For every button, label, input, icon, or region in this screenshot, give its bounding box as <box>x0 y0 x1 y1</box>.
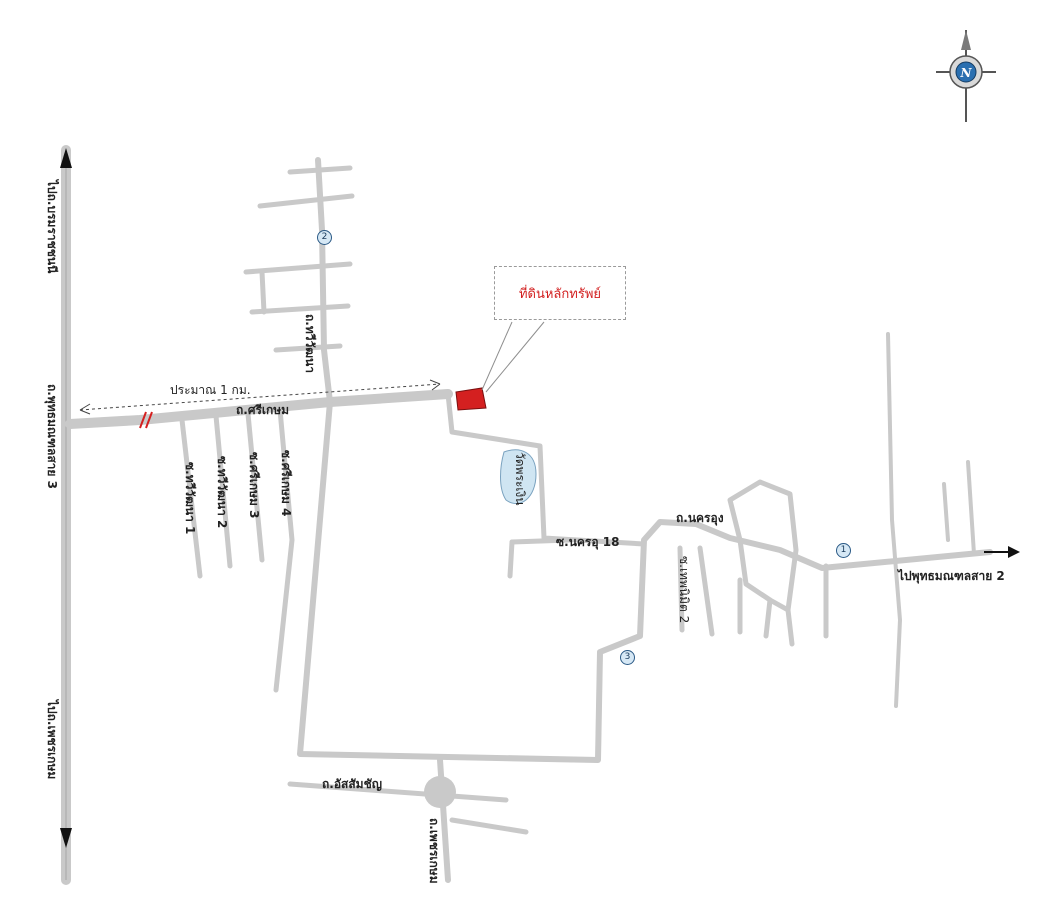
distance-arrow-left-icon <box>79 403 91 415</box>
south-branch <box>449 817 529 835</box>
property-callout: ที่ดินหลักทรัพย์ <box>494 266 626 320</box>
left-highway-top-label: ไปถ.บรมราชชนนี <box>45 180 59 274</box>
north-branch-4 <box>249 303 351 315</box>
south-road-label: ถ.เพชรเกษม <box>427 818 441 884</box>
soi-4-road <box>273 407 295 693</box>
distance-arrow-right-icon <box>429 379 441 391</box>
nakhon-18-label: ซ.นครอุ 18 <box>556 535 620 549</box>
soi-3-label: ซ.ศรีเกษม 3 <box>247 452 261 519</box>
soi-2-label: ซ.ทวีวัฒนา 2 <box>215 456 229 529</box>
main-road <box>65 389 453 429</box>
soi-1-road <box>179 417 203 579</box>
side-road-1 <box>507 539 515 579</box>
soi-2-road <box>213 413 233 569</box>
soi-1-label: ซ.ทวีวัฒนา 1 <box>183 462 197 535</box>
side-road-2 <box>509 537 573 545</box>
railway-crossing-icon <box>139 411 153 429</box>
callout-leader-2 <box>485 321 545 393</box>
callout-leader-1 <box>481 321 513 391</box>
north-branch-6 <box>273 343 343 353</box>
thawiwatthana-label: ถ.ทวีวัฒนา <box>303 314 317 373</box>
east-branch-1 <box>942 482 950 542</box>
loop-leg-2 <box>763 597 773 639</box>
compass-rose-icon: N <box>936 30 996 122</box>
marker-2: 2 <box>317 230 332 245</box>
marker-3: 3 <box>620 650 635 665</box>
property-plot <box>455 387 487 411</box>
roundabout <box>424 776 456 808</box>
soi-right-road <box>677 545 685 633</box>
plot-access-road <box>445 391 647 547</box>
soi-right-label: ซ.เทพนิมิต 2 <box>677 556 691 624</box>
north-branch-5 <box>259 269 267 315</box>
main-loop-road <box>297 157 993 763</box>
svg-text:N: N <box>960 66 973 80</box>
soi-right-road-2 <box>697 545 715 637</box>
to-phutthamonthon-label: ไปพุทธมณฑลสาย 2 <box>898 569 1005 583</box>
pond-label: วัดพระเงิน <box>513 452 527 506</box>
arrow-down-icon <box>60 828 72 848</box>
distance-line <box>79 383 441 411</box>
main-road-label: ถ.ศรีเกษม <box>236 403 290 417</box>
arrow-up-icon <box>60 148 72 168</box>
soi-4-label: ซ.ศรีเกษม 4 <box>279 450 293 517</box>
north-branch-2 <box>257 193 355 209</box>
soi-3-road <box>245 411 265 563</box>
north-branch-1 <box>287 165 353 175</box>
nakhon-label: ถ.นครอุง <box>676 511 724 525</box>
property-callout-label: ที่ดินหลักทรัพย์ <box>518 286 602 302</box>
pond <box>500 449 537 505</box>
marker-1: 1 <box>836 543 851 558</box>
left-highway-mid-label: ถ.พุทธมณฑลสาย 3 <box>45 384 59 489</box>
east-branch-2 <box>966 460 976 556</box>
distance-label: ประมาณ 1 กม. <box>170 383 251 397</box>
left-highway-bottom-label: ไปถ.เพชรเกษม <box>45 700 59 780</box>
arrow-right-icon <box>1008 546 1020 558</box>
loop-leg-3 <box>785 607 795 647</box>
utthayan-road <box>287 781 509 803</box>
utthayan-label: ถ.อัสสัมชัญ <box>322 777 382 791</box>
east-road <box>886 332 902 708</box>
